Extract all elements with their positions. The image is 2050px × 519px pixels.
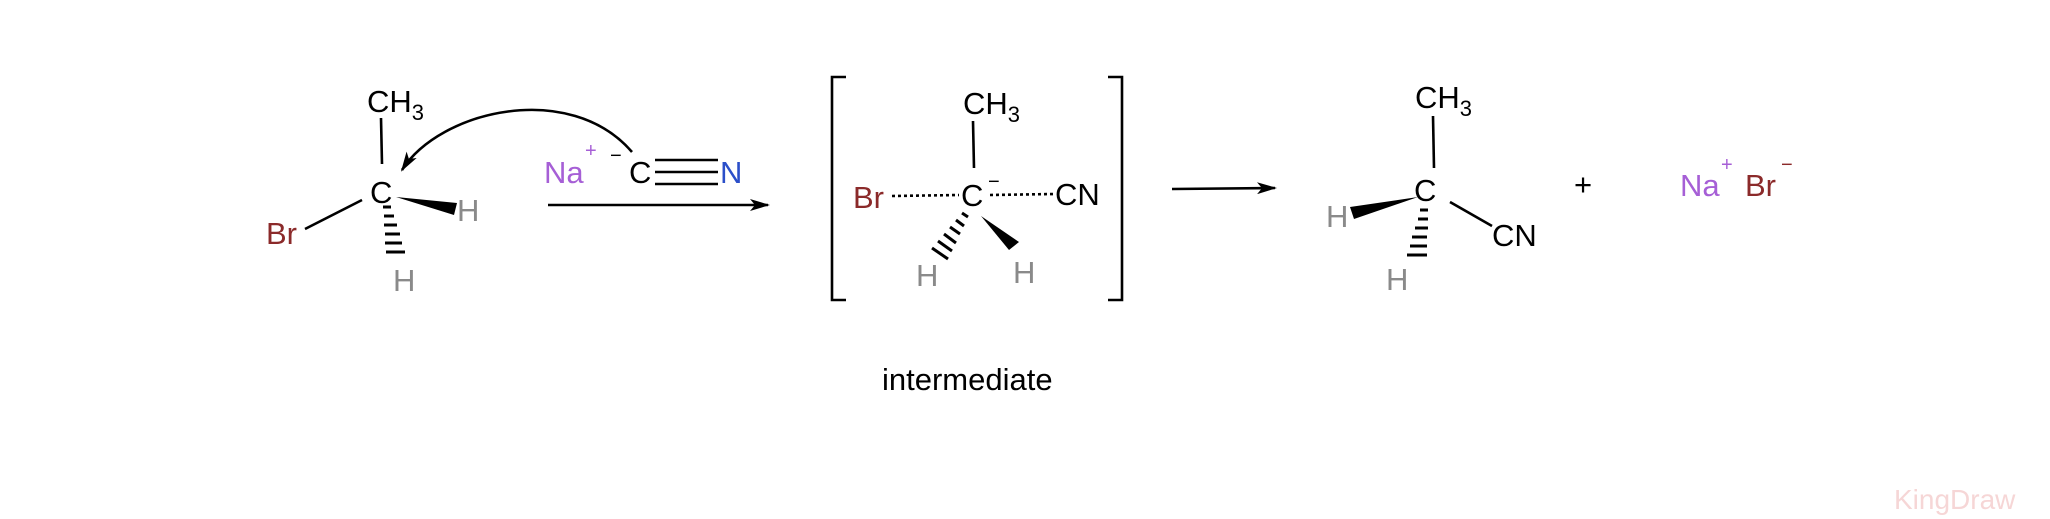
- kingdraw-watermark: KingDraw: [1894, 484, 2016, 515]
- hydrogen-atom-wedge: H: [1326, 199, 1348, 234]
- sodium-charge: +: [1721, 154, 1733, 176]
- hash-bond-h: [1407, 208, 1428, 257]
- bond-c-ch3: [971, 120, 976, 169]
- hash-bond-h: [931, 211, 969, 261]
- curved-electron-arrow: [400, 108, 633, 172]
- sodium-charge: +: [585, 140, 597, 162]
- left-bracket: [830, 75, 846, 302]
- bromide-charge: −: [1781, 154, 1793, 176]
- partial-bond-c-br: [891, 193, 960, 198]
- partial-bond-c-cn: [989, 192, 1055, 197]
- hydrogen-atom-hash: H: [1386, 262, 1408, 297]
- methyl-label: CH3: [963, 86, 1020, 127]
- product-molecule: C CH3 H H CN: [1326, 80, 1537, 297]
- bond-c-ch3: [379, 117, 384, 165]
- sodium-atom: Na: [1680, 168, 1720, 203]
- plus-sign: +: [1574, 167, 1592, 202]
- methyl-subscript: 3: [1460, 96, 1472, 121]
- wedge-bond-h: [981, 216, 1019, 250]
- bromine-atom: Br: [853, 180, 884, 215]
- methyl-ch: CH: [963, 86, 1008, 121]
- methyl-label: CH3: [1415, 80, 1472, 121]
- reaction-arrow-2: [1171, 182, 1277, 195]
- methyl-label: CH3: [367, 84, 424, 125]
- hydrogen-atom-wedge: H: [1013, 255, 1035, 290]
- cyanide-carbon: C: [629, 155, 651, 190]
- cyanide-nitrogen: N: [720, 155, 742, 190]
- methyl-ch: CH: [1415, 80, 1460, 115]
- carbon-atom: C: [961, 178, 983, 213]
- hash-bond-h: [383, 205, 405, 254]
- cyano-group: CN: [1492, 218, 1537, 253]
- sodium-atom: Na: [544, 155, 584, 190]
- bond-c-ch3: [1431, 115, 1436, 169]
- cyanide-reagent: Na + − C N: [544, 140, 742, 190]
- bromine-atom: Br: [266, 216, 297, 251]
- triple-bond: [655, 158, 718, 186]
- bromide-atom: Br: [1745, 168, 1776, 203]
- methyl-ch: CH: [367, 84, 412, 119]
- carbon-atom: C: [1414, 173, 1436, 208]
- hydrogen-atom-hash: H: [916, 258, 938, 293]
- sodium-bromide: Na + Br −: [1680, 154, 1793, 203]
- bond-c-cn: [1449, 200, 1493, 228]
- cyano-group: CN: [1055, 177, 1100, 212]
- carbanion-charge: −: [610, 145, 622, 167]
- carbon-atom: C: [370, 175, 392, 210]
- hydrogen-atom-wedge: H: [457, 193, 479, 228]
- methyl-subscript: 3: [412, 100, 424, 125]
- intermediate-caption: intermediate: [882, 362, 1053, 397]
- carbanion-charge: −: [988, 171, 1000, 193]
- reactant-molecule: C CH3 Br H H: [266, 84, 479, 298]
- bond-c-br: [304, 198, 363, 231]
- wedge-bond-h: [396, 197, 457, 215]
- right-bracket: [1108, 75, 1124, 302]
- intermediate-complex: C − Br CN CH3 H H: [830, 75, 1124, 302]
- methyl-subscript: 3: [1008, 102, 1020, 127]
- wedge-bond-h: [1350, 197, 1418, 219]
- hydrogen-atom-hash: H: [393, 263, 415, 298]
